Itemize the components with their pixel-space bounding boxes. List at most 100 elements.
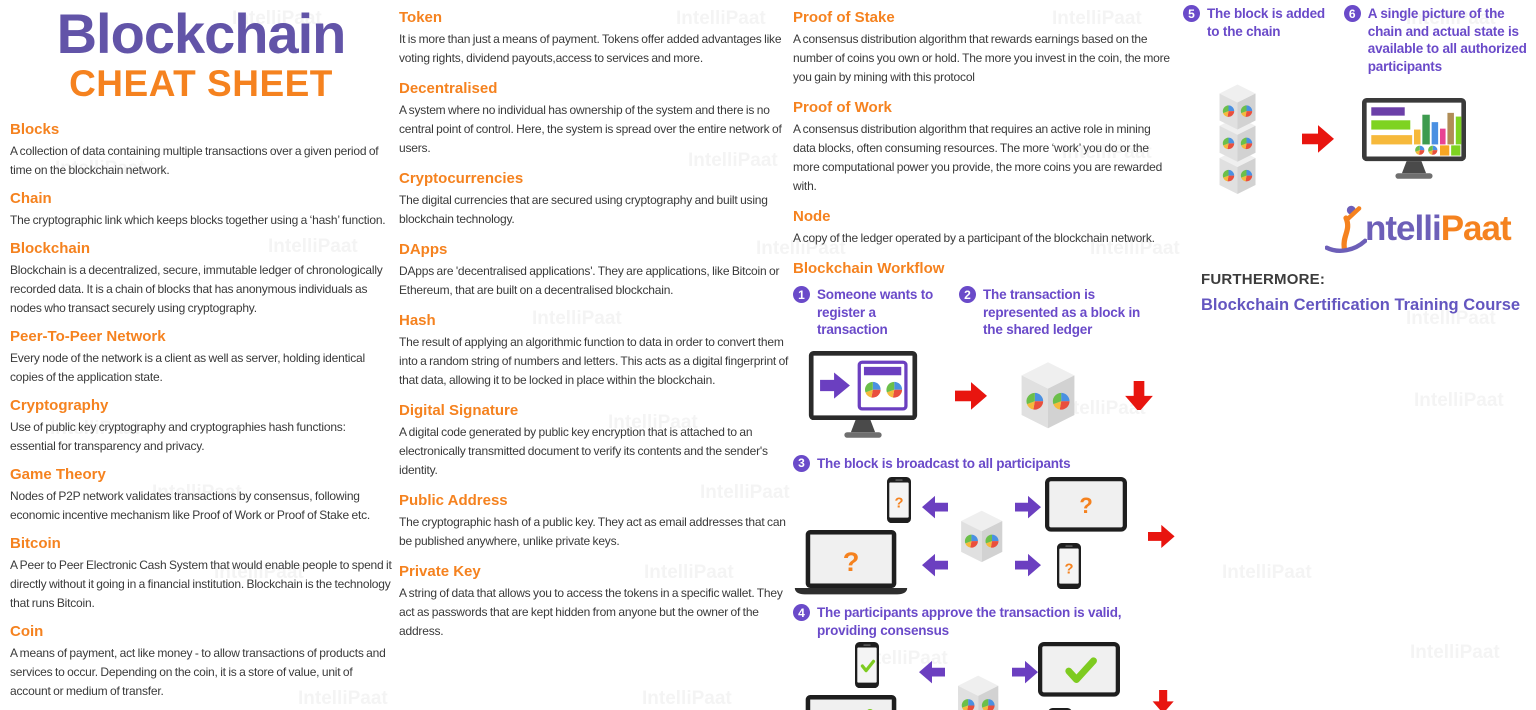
term-definition: The result of applying an algorithmic fu… bbox=[399, 335, 789, 387]
step-number-badge: 1 bbox=[793, 286, 810, 303]
workflow-column-right: 5 The block is added to the chain 6 A si… bbox=[1183, 0, 1533, 315]
step-number-badge: 4 bbox=[793, 604, 810, 621]
workflow-step-6: 6 A single picture of the chain and actu… bbox=[1343, 5, 1533, 75]
term-definition: A string of data that allows you to acce… bbox=[399, 586, 783, 638]
workflow-step-4: 4 The participants approve the transacti… bbox=[793, 604, 1133, 639]
term-definition: Nodes of P2P network validates transacti… bbox=[10, 489, 371, 522]
arrow-left-icon bbox=[921, 553, 948, 577]
term-definition: A system where no individual has ownersh… bbox=[399, 103, 782, 155]
pie-chart-icon bbox=[864, 381, 881, 398]
laptop-icon bbox=[794, 694, 908, 710]
term-title: Private Key bbox=[399, 563, 481, 580]
term-title: Blockchain bbox=[10, 240, 91, 257]
arrow-right-icon bbox=[1302, 124, 1334, 153]
term-cryptocurrencies: Cryptocurrencies The digital currencies … bbox=[399, 169, 789, 229]
term-title: Blocks bbox=[10, 121, 60, 138]
logo-text-ntelli: ntelli bbox=[1365, 209, 1442, 249]
step-number-badge: 2 bbox=[959, 286, 976, 303]
term-definition: A consensus distribution algorithm that … bbox=[793, 32, 1170, 84]
term-definition: Every node of the network is a client as… bbox=[10, 351, 365, 384]
workflow-step-1: 1 Someone wants to register a transactio… bbox=[793, 286, 945, 339]
term-proof-of-work: Proof of Work A consensus distribution a… bbox=[793, 98, 1175, 196]
arrow-left-icon bbox=[921, 495, 948, 519]
workflow-step-5: 5 The block is added to the chain bbox=[1183, 5, 1330, 75]
workflow-step-2: 2 The transaction is represented as a bl… bbox=[959, 286, 1159, 339]
step-label: A single picture of the chain and actual… bbox=[1367, 6, 1527, 74]
term-title: Chain bbox=[10, 190, 52, 207]
pie-chart-icon bbox=[1415, 145, 1425, 155]
participant-devices-right bbox=[1037, 642, 1137, 710]
term-title: Node bbox=[793, 208, 831, 225]
term-coin: Coin A means of payment, act like money … bbox=[10, 622, 392, 701]
term-cryptography: Cryptography Use of public key cryptogra… bbox=[10, 396, 392, 456]
arrow-down-icon bbox=[1125, 380, 1153, 411]
arrow-right-icon bbox=[1015, 553, 1042, 577]
bar-chart-icon bbox=[1371, 107, 1405, 116]
svg-text:?: ? bbox=[1080, 493, 1094, 518]
term-definition: A means of payment, act like money - to … bbox=[10, 646, 386, 698]
term-definition: The cryptographic hash of a public key. … bbox=[399, 515, 786, 548]
participant-devices-left bbox=[793, 642, 909, 710]
step-number-badge: 6 bbox=[1343, 5, 1361, 22]
arrow-left-icon bbox=[919, 660, 946, 684]
term-definition: Blockchain is a decentralized, secure, i… bbox=[10, 263, 383, 315]
term-game-theory: Game Theory Nodes of P2P network validat… bbox=[10, 465, 392, 525]
intellipaat-logo: ntelliPaat bbox=[1325, 204, 1533, 255]
tablet-icon: ? bbox=[1045, 477, 1128, 532]
term-proof-of-stake: Proof of Stake A consensus distribution … bbox=[793, 8, 1175, 87]
pie-chart-icon bbox=[1428, 145, 1438, 155]
logo-text-paat: Paat bbox=[1440, 209, 1512, 249]
participant-devices-right: ? ? bbox=[1041, 477, 1142, 595]
arrow-right-icon bbox=[1011, 660, 1038, 684]
term-node: Node A copy of the ledger operated by a … bbox=[793, 207, 1175, 248]
term-title: Public Address bbox=[399, 492, 508, 509]
watermark: IntelliPaat bbox=[1414, 390, 1504, 411]
block-cube-icon bbox=[956, 509, 1007, 564]
dashboard-monitor-icon bbox=[1362, 98, 1466, 179]
term-hash: Hash The result of applying an algorithm… bbox=[399, 311, 789, 390]
term-public-address: Public Address The cryptographic hash of… bbox=[399, 491, 789, 551]
term-title: DApps bbox=[399, 241, 448, 258]
term-title: Token bbox=[399, 9, 443, 26]
term-private-key: Private Key A string of data that allows… bbox=[399, 562, 789, 641]
term-title: Hash bbox=[399, 312, 436, 329]
step-label: The block is added to the chain bbox=[1207, 6, 1325, 39]
term-blockchain: Blockchain Blockchain is a decentralized… bbox=[10, 239, 392, 318]
workflow-step-3: 3 The block is broadcast to all particip… bbox=[793, 454, 1133, 473]
term-definition: The cryptographic link which keeps block… bbox=[10, 213, 386, 227]
term-peer-to-peer-network: Peer-To-Peer Network Every node of the n… bbox=[10, 327, 392, 387]
term-definition: A consensus distribution algorithm that … bbox=[793, 122, 1163, 193]
arrow-right-icon bbox=[955, 381, 987, 410]
participant-devices-left: ? ? bbox=[793, 477, 912, 595]
term-title: Bitcoin bbox=[10, 535, 61, 552]
arrow-right-icon bbox=[1015, 495, 1042, 519]
arrow-right-icon bbox=[820, 372, 850, 399]
term-title: Game Theory bbox=[10, 466, 106, 483]
term-title: Coin bbox=[10, 623, 44, 640]
term-chain: Chain The cryptographic link which keeps… bbox=[10, 189, 392, 230]
watermark: IntelliPaat bbox=[1410, 642, 1500, 663]
furthermore-label: FURTHERMORE: bbox=[1201, 270, 1326, 288]
step-number-badge: 3 bbox=[793, 454, 810, 472]
svg-text:?: ? bbox=[1065, 561, 1074, 577]
svg-text:?: ? bbox=[843, 546, 860, 577]
term-title: Proof of Stake bbox=[793, 9, 895, 26]
block-cube-icon bbox=[1015, 360, 1081, 430]
term-title: Peer-To-Peer Network bbox=[10, 328, 166, 345]
svg-text:?: ? bbox=[894, 495, 903, 511]
block-cube-icon bbox=[953, 674, 1003, 710]
phone-icon: ? bbox=[887, 477, 911, 524]
term-definition: DApps are 'decentralised applications'. … bbox=[399, 264, 780, 297]
logo-figure-icon bbox=[1325, 205, 1367, 253]
watermark: IntelliPaat bbox=[1222, 562, 1312, 583]
term-definition: Use of public key cryptography and crypt… bbox=[10, 420, 346, 453]
step-label: Someone wants to register a transaction bbox=[817, 287, 934, 337]
phone-icon: ? bbox=[1057, 543, 1082, 590]
workflow-heading: Blockchain Workflow bbox=[793, 260, 945, 277]
term-title: Proof of Work bbox=[793, 99, 892, 116]
course-link[interactable]: Blockchain Certification Training Course bbox=[1201, 295, 1521, 314]
term-title: Cryptography bbox=[10, 397, 109, 414]
term-title: Decentralised bbox=[399, 80, 498, 97]
blockchain-stack-icon bbox=[1215, 83, 1260, 194]
